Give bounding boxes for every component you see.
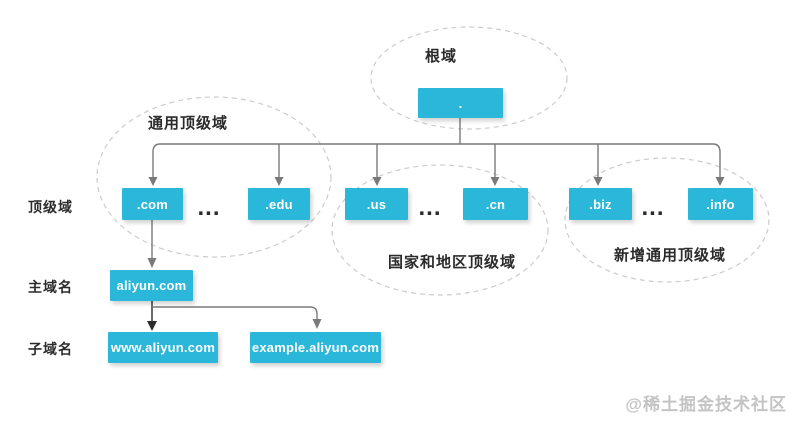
generic-tld-ellipse [96,96,332,258]
row-label-main-domain: 主域名 [28,279,73,295]
node-us: .us [345,188,408,220]
com-to-main-domain-connector [147,220,157,268]
row-label-subdomain: 子域名 [28,341,73,357]
watermark: @稀土掘金技术社区 [625,395,787,414]
ellipsis-country-tld: ... [418,194,442,221]
node-biz: .biz [569,188,632,220]
node-cn: .cn [463,188,528,220]
root-domain-ellipse [370,26,568,130]
country-tld-group-label: 国家和地区顶级域 [387,254,517,271]
ellipsis-new-generic-tld: ... [641,194,665,221]
node-info: .info [688,188,753,220]
generic-tld-group-label: 通用顶级域 [147,115,229,132]
node-example-aliyun: example.aliyun.com [250,332,381,363]
country-tld-ellipse [331,164,549,296]
new-generic-tld-group-label: 新增通用顶级域 [613,247,727,264]
row-label-tld: 顶级域 [28,199,73,215]
root-to-tld-connectors [148,118,725,186]
node-root: . [418,88,503,118]
node-www-aliyun: www.aliyun.com [108,332,218,363]
ellipsis-generic-tld: ... [197,194,221,221]
node-edu: .edu [248,188,310,220]
root-domain-group-label: 根域 [424,48,458,65]
node-aliyun: aliyun.com [110,270,193,301]
main-domain-to-subdomain-connectors [147,301,322,331]
node-com: .com [122,188,183,220]
new-generic-tld-ellipse [564,157,770,283]
